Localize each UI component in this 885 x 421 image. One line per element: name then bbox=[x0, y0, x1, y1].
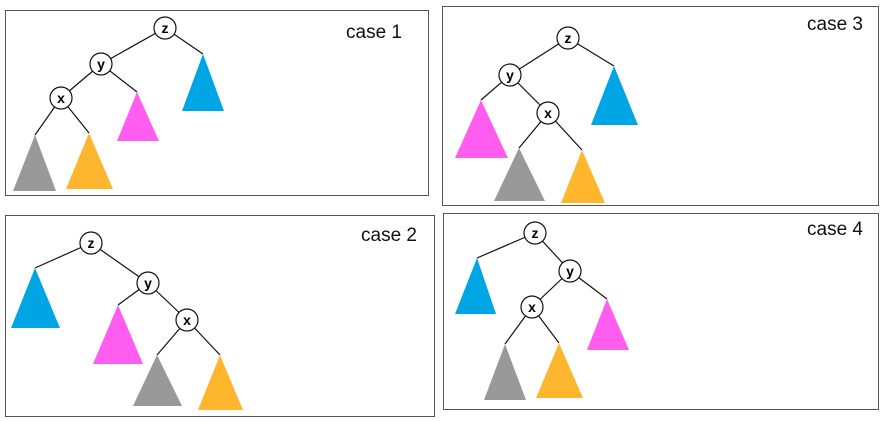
case-label: case 3 bbox=[807, 14, 863, 35]
node-label-y: y bbox=[566, 263, 574, 279]
node-y bbox=[498, 63, 522, 87]
node-label-z: z bbox=[532, 225, 539, 241]
node-y bbox=[136, 271, 160, 295]
subtree-blue bbox=[455, 258, 496, 314]
tree-case-2: z y x bbox=[11, 231, 243, 410]
node-label-y: y bbox=[97, 56, 105, 72]
node-label-x: x bbox=[544, 105, 552, 121]
node-label-x: x bbox=[528, 299, 536, 315]
subtree-gray bbox=[13, 135, 56, 191]
subtree-gray bbox=[133, 355, 182, 406]
subtree-orange bbox=[198, 355, 243, 410]
node-z bbox=[79, 231, 103, 255]
edge-z-y bbox=[90, 242, 149, 284]
node-z bbox=[523, 221, 547, 245]
tree-case-4: z y x bbox=[455, 221, 629, 400]
node-x bbox=[536, 101, 560, 125]
node-x bbox=[175, 308, 199, 332]
node-z bbox=[153, 16, 177, 40]
case-label: case 2 bbox=[361, 225, 417, 246]
subtree-pink bbox=[587, 299, 629, 350]
node-y bbox=[558, 259, 582, 283]
node-label-z: z bbox=[565, 30, 572, 46]
subtree-orange bbox=[561, 150, 605, 203]
subtree-pink bbox=[93, 305, 143, 364]
case-label: case 1 bbox=[346, 22, 402, 43]
subtree-blue bbox=[591, 66, 638, 125]
subtree-gray bbox=[494, 148, 545, 201]
subtree-orange bbox=[66, 133, 113, 189]
node-label-y: y bbox=[506, 67, 514, 83]
tree-case-1: z y x bbox=[13, 16, 224, 191]
subtree-pink bbox=[117, 92, 159, 141]
node-z bbox=[556, 26, 580, 50]
subtree-pink bbox=[455, 100, 508, 158]
node-label-z: z bbox=[88, 235, 95, 251]
subtree-blue bbox=[11, 268, 60, 328]
node-label-y: y bbox=[144, 275, 152, 291]
subtree-orange bbox=[536, 343, 583, 398]
case-label: case 4 bbox=[807, 219, 863, 240]
tree-case-3: z y x bbox=[455, 26, 638, 203]
node-x bbox=[520, 295, 544, 319]
node-x bbox=[49, 86, 73, 110]
node-y bbox=[89, 52, 113, 76]
subtree-gray bbox=[484, 344, 526, 400]
node-label-x: x bbox=[57, 90, 65, 106]
edge-z-y bbox=[100, 27, 166, 65]
subtree-blue bbox=[182, 54, 224, 111]
node-label-x: x bbox=[183, 312, 191, 328]
node-label-z: z bbox=[162, 20, 169, 36]
